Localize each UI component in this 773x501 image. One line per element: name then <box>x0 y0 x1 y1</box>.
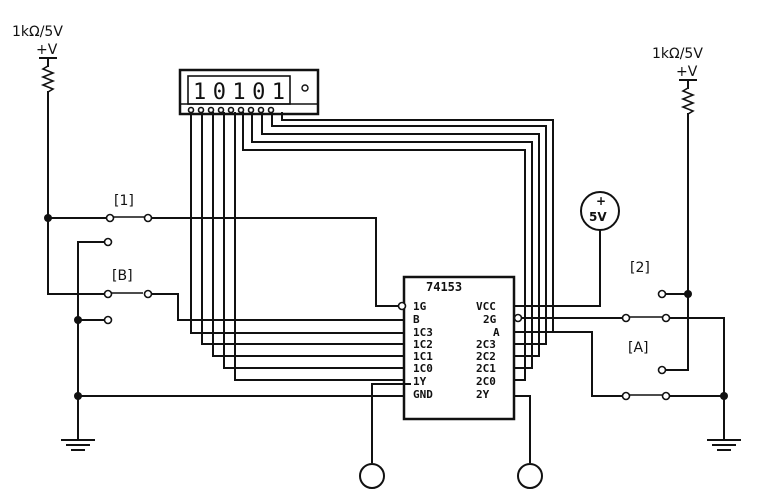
output-probe-1y <box>359 383 411 489</box>
pin-1c2: 1C2 <box>413 338 433 351</box>
switch-a-label: [A] <box>628 340 649 356</box>
pin-1y: 1Y <box>413 375 427 388</box>
pin-gnd: GND <box>413 388 433 401</box>
chip-name: 74153 <box>426 280 462 294</box>
pin-1c1: 1C1 <box>413 350 433 363</box>
junction-node <box>720 392 728 400</box>
pin-2c3: 2C3 <box>476 338 496 351</box>
switch-2-label: [2] <box>630 260 650 276</box>
left-supply-label: +V <box>36 42 58 58</box>
display-pins <box>187 106 275 114</box>
left-pullup-resistor: 1kΩ/5V +V <box>12 24 63 219</box>
pin-1c3: 1C3 <box>413 326 433 339</box>
pin-1c0: 1C0 <box>413 362 433 375</box>
switch-1[interactable]: [1] <box>47 193 401 307</box>
right-supply-label: +V <box>676 64 698 80</box>
pin-2c1: 2C1 <box>476 362 496 375</box>
pin-2c2: 2C2 <box>476 350 496 363</box>
pin-1g: 1G <box>413 300 427 313</box>
pin-2g: 2G <box>483 313 497 326</box>
pin-2c0: 2C0 <box>476 375 496 388</box>
display-to-left-inputs-bus <box>190 112 411 381</box>
voltage-source: + 5V <box>515 191 620 307</box>
left-resistor-label: 1kΩ/5V <box>12 24 63 40</box>
switch-b-label: [B] <box>112 268 133 284</box>
switch-2[interactable]: [2] <box>521 260 725 323</box>
right-resistor-label: 1kΩ/5V <box>652 46 703 62</box>
pin-a: A <box>493 326 500 339</box>
pin-vcc: VCC <box>476 300 496 313</box>
right-pullup-resistor: 1kΩ/5V +V <box>652 46 703 369</box>
source-label: 5V <box>589 210 607 224</box>
left-ground-icon <box>61 439 95 451</box>
switch-1-label: [1] <box>114 193 134 209</box>
source-sign: + <box>596 194 606 208</box>
pin-2y: 2Y <box>476 388 490 401</box>
mux-chip-74153: 74153 1G B 1C3 1C2 1C1 1C0 1Y GND VCC 2G… <box>397 275 523 421</box>
switch-a[interactable]: [A] <box>515 331 725 401</box>
output-probe-2y <box>515 395 543 489</box>
right-ground-icon <box>707 439 741 451</box>
right-ground-rail <box>707 317 741 451</box>
binary-display: 10101 <box>178 68 320 116</box>
switch-b[interactable]: [B] <box>103 268 411 325</box>
pin-b: B <box>413 313 420 326</box>
junction-node <box>74 316 82 324</box>
